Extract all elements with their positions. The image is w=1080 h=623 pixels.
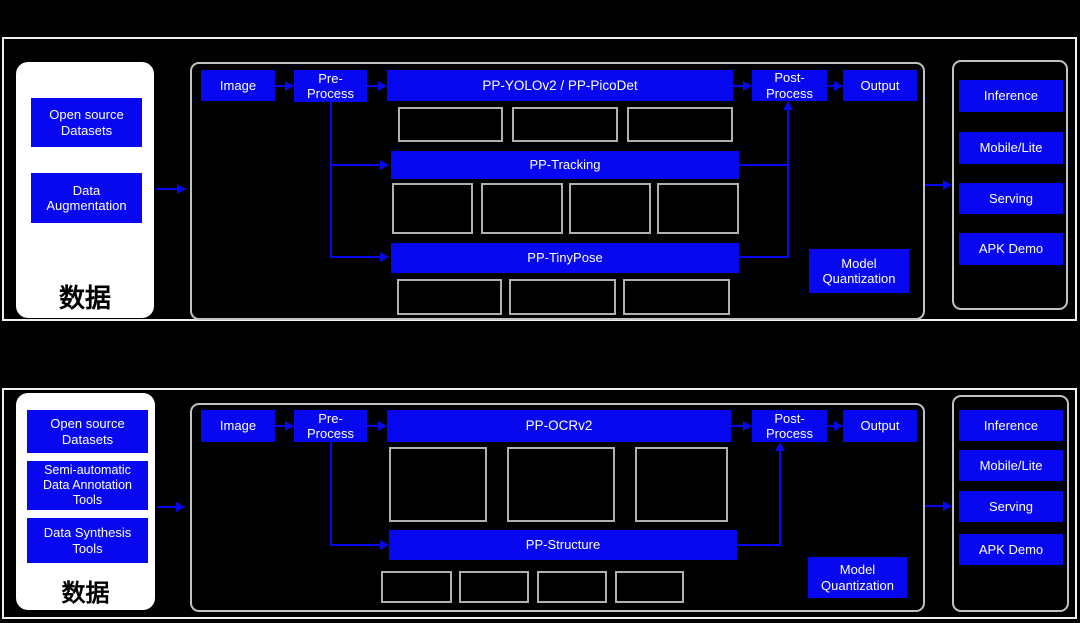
placeholder-box [623, 279, 730, 315]
connector-line [737, 544, 781, 546]
arrow-right-icon [943, 180, 952, 190]
arrow-right-icon [743, 421, 752, 431]
arrow-right-icon [743, 81, 752, 91]
image-box: Image [201, 410, 275, 442]
apk-demo-box: APK Demo [959, 534, 1063, 565]
semi-automatic-annotation-box: Semi-automatic Data Annotation Tools [27, 461, 148, 510]
arrow-right-icon [380, 540, 389, 550]
connector-line [731, 425, 744, 427]
placeholder-box [459, 571, 529, 603]
connector-line [739, 164, 789, 166]
arrow-right-icon [380, 252, 389, 262]
open-source-datasets-box: Open source Datasets [31, 98, 142, 147]
placeholder-box [392, 183, 473, 234]
connector-line [925, 505, 945, 507]
connector-line [275, 85, 288, 87]
connector-line [330, 256, 381, 258]
mobile-lite-box: Mobile/Lite [959, 132, 1063, 164]
model-quantization-box: Model Quantization [809, 249, 909, 293]
pp-tinypose-bar: PP-TinyPose [391, 243, 739, 273]
placeholder-box [615, 571, 684, 603]
arrow-right-icon [380, 160, 389, 170]
model-quantization-box: Model Quantization [808, 557, 907, 598]
serving-box: Serving [959, 183, 1063, 214]
placeholder-box [398, 107, 503, 142]
connector-line [275, 425, 288, 427]
arrow-right-icon [176, 502, 185, 512]
apk-demo-box: APK Demo [959, 233, 1063, 265]
data-augmentation-box: Data Augmentation [31, 173, 142, 223]
data-panel-title: 数据 [58, 283, 111, 313]
arrow-right-icon [177, 184, 186, 194]
arrow-right-icon [285, 81, 294, 91]
connector-line [330, 164, 381, 166]
output-box: Output [843, 410, 917, 442]
output-box: Output [843, 70, 917, 101]
connector-line [827, 85, 835, 87]
placeholder-box [657, 183, 739, 234]
connector-line [925, 184, 945, 186]
pp-structure-bar: PP-Structure [389, 530, 737, 560]
pre-process-box: Pre- Process [294, 410, 367, 442]
placeholder-box [635, 447, 728, 522]
placeholder-box [481, 183, 563, 234]
connector-line [330, 102, 332, 258]
mobile-lite-box: Mobile/Lite [959, 450, 1063, 481]
connector-line [787, 108, 789, 258]
inference-box: Inference [959, 410, 1063, 441]
inference-box: Inference [959, 80, 1063, 112]
connector-line [739, 256, 789, 258]
arrow-right-icon [834, 421, 843, 431]
connector-line [157, 506, 178, 508]
placeholder-box [509, 279, 616, 315]
connector-line [367, 425, 380, 427]
arrow-right-icon [378, 421, 387, 431]
placeholder-box [569, 183, 651, 234]
post-process-box: Post- Process [752, 70, 827, 101]
pp-tracking-bar: PP-Tracking [391, 151, 739, 179]
placeholder-box [507, 447, 615, 522]
placeholder-box [381, 571, 452, 603]
arrow-right-icon [834, 81, 843, 91]
open-source-datasets-box: Open source Datasets [27, 410, 148, 453]
connector-line [779, 449, 781, 546]
placeholder-box [397, 279, 502, 315]
main-model-bar: PP-OCRv2 [387, 410, 731, 442]
placeholder-box [389, 447, 487, 522]
image-box: Image [201, 70, 275, 101]
pre-process-box: Pre- Process [294, 70, 367, 102]
placeholder-box [627, 107, 733, 142]
main-model-bar: PP-YOLOv2 / PP-PicoDet [387, 70, 733, 101]
placeholder-box [537, 571, 607, 603]
connector-line [733, 85, 744, 87]
connector-line [827, 425, 835, 427]
post-process-box: Post- Process [752, 410, 827, 442]
arrow-right-icon [378, 81, 387, 91]
arrow-right-icon [285, 421, 294, 431]
serving-box: Serving [959, 491, 1063, 522]
connector-line [330, 442, 332, 546]
data-panel-title: 数据 [61, 580, 110, 607]
connector-line [330, 544, 381, 546]
connector-line [156, 188, 179, 190]
placeholder-box [512, 107, 618, 142]
arrow-up-icon [775, 442, 785, 451]
arrow-right-icon [943, 501, 952, 511]
arrow-up-icon [783, 101, 793, 110]
connector-line [367, 85, 380, 87]
data-synthesis-tools-box: Data Synthesis Tools [27, 518, 148, 563]
